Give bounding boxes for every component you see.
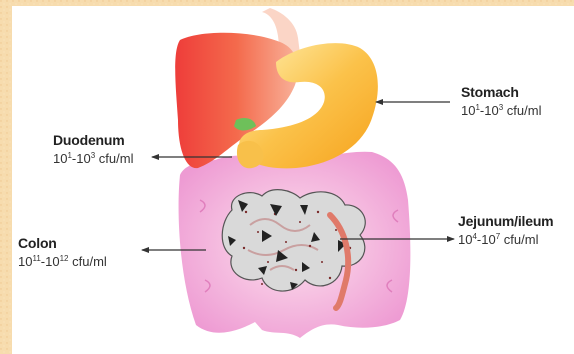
stomach-name: Stomach — [461, 85, 541, 99]
jejunum-ileum-label: Jejunum/ileum 104-107 cfu/ml — [458, 214, 553, 246]
colon-name: Colon — [18, 236, 107, 250]
stomach-label: Stomach 101-103 cfu/ml — [461, 85, 541, 117]
duodenum-name: Duodenum — [53, 133, 133, 147]
duodenum-label: Duodenum 101-103 cfu/ml — [53, 133, 133, 165]
colon-count: 1011-1012 cfu/ml — [18, 255, 107, 268]
jejunum-ileum-name: Jejunum/ileum — [458, 214, 553, 228]
colon-label: Colon 1011-1012 cfu/ml — [18, 236, 107, 268]
stomach-count: 101-103 cfu/ml — [461, 104, 541, 117]
duodenum-count: 101-103 cfu/ml — [53, 152, 133, 165]
jejunum-ileum-count: 104-107 cfu/ml — [458, 233, 553, 246]
